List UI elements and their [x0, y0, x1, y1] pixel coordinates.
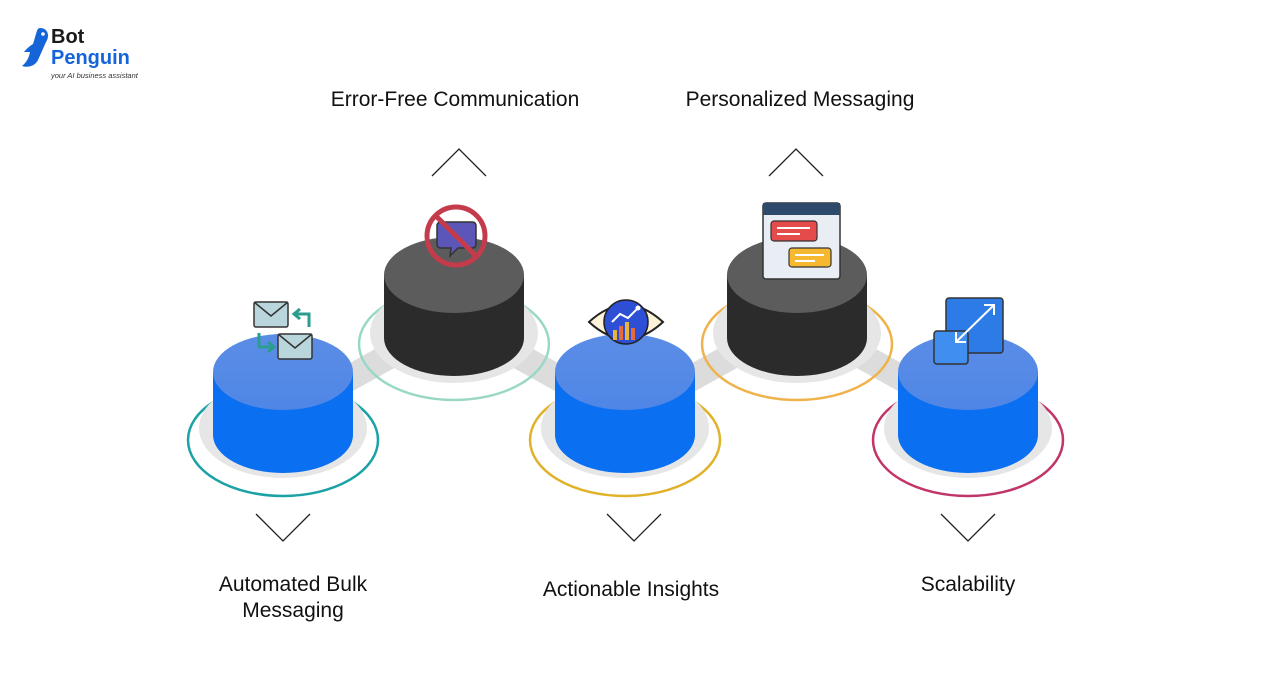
step-label-actionable-insights: Actionable Insights	[542, 578, 720, 601]
penguin-bird-icon	[22, 28, 48, 67]
step-label-personalized-messaging: Personalized Messaging	[685, 88, 915, 111]
step-label-scalability: Scalability	[920, 573, 1016, 596]
chevron-down-icon	[940, 513, 996, 542]
step-1-node	[186, 334, 380, 498]
brand-tagline: your AI business assistant	[51, 71, 138, 80]
step-5-node	[871, 334, 1065, 498]
brand-name-line2: Penguin	[51, 47, 130, 69]
step-3-node	[528, 334, 722, 498]
brand-logo: Bot Penguin your AI business assistant	[18, 24, 158, 84]
step-label-automated-bulk-messaging: Automated Bulk Messaging	[218, 573, 368, 622]
email-exchange-icon	[253, 301, 313, 360]
step-label-error-free-communication: Error-Free Communication	[330, 88, 580, 111]
no-chat-icon	[424, 204, 488, 268]
brand-name-line1: Bot	[51, 26, 85, 48]
insights-eye-icon	[587, 299, 665, 345]
chevron-up-icon	[768, 148, 824, 177]
step-2-node	[357, 237, 551, 402]
chat-window-icon	[762, 202, 841, 280]
chevron-down-icon	[255, 513, 311, 542]
resize-icon	[933, 297, 1004, 365]
step-4-node	[700, 237, 894, 402]
chevron-up-icon	[431, 148, 487, 177]
chevron-down-icon	[606, 513, 662, 542]
